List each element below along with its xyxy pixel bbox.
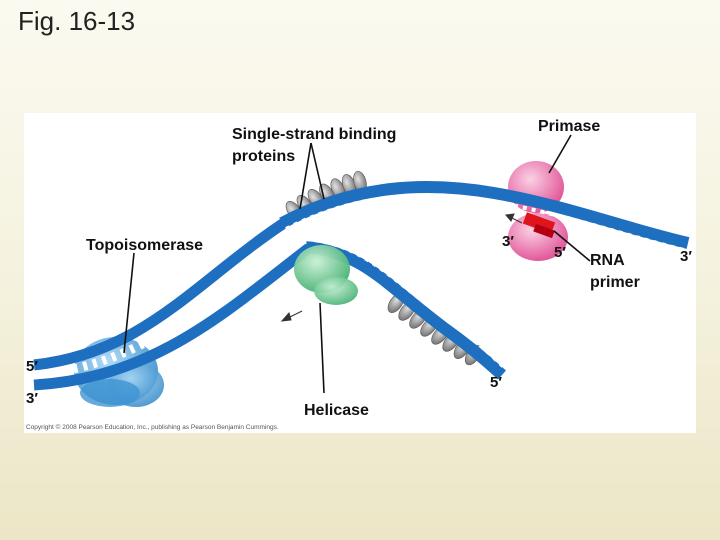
label-helicase: Helicase (304, 402, 369, 419)
end-label-left-bottom: 3′ (26, 390, 38, 407)
helicase-protein (294, 245, 358, 305)
label-rna-primer-line1: RNA (590, 252, 625, 269)
label-primase: Primase (538, 118, 600, 135)
leader-lines (123, 134, 591, 394)
figure-panel: Single-strand binding proteins Primase T… (24, 113, 696, 433)
ssb-proteins-lower (387, 293, 482, 366)
topoisomerase-front (80, 379, 140, 407)
label-rna-primer-line2: primer (590, 274, 640, 291)
end-label-fork-top: 3′ (502, 233, 514, 250)
end-label-primer-5: 5′ (554, 244, 566, 261)
slide-title: Fig. 16-13 (18, 6, 136, 36)
end-label-lower-strand: 5′ (490, 374, 502, 391)
replication-fork-diagram: Single-strand binding proteins Primase T… (26, 118, 692, 431)
rna-primer (522, 212, 556, 239)
end-label-right-top: 3′ (680, 248, 692, 265)
label-topoisomerase: Topoisomerase (86, 237, 203, 254)
copyright-notice: Copyright © 2008 Pearson Education, Inc.… (26, 423, 279, 431)
direction-arrows (280, 213, 523, 322)
label-ssb-line2: proteins (232, 148, 295, 165)
leading-strand (279, 181, 690, 253)
label-ssb-line1: Single-strand binding (232, 126, 396, 143)
end-label-left-top: 5′ (26, 358, 38, 375)
parental-dna-duplex (33, 218, 313, 391)
